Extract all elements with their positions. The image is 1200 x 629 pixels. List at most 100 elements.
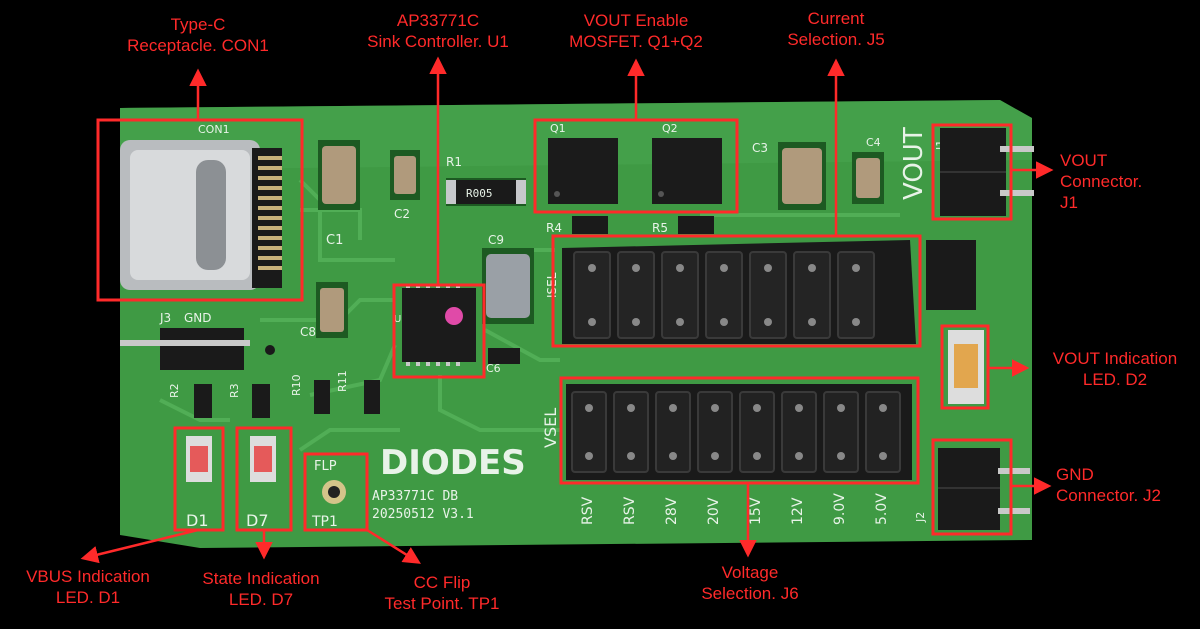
led-d7 — [250, 436, 276, 482]
voltage-label: 15V — [748, 497, 764, 525]
callout-q1q2-line1: VOUT Enable — [583, 11, 689, 30]
callout-d2-line1: VOUT Indication — [1052, 349, 1178, 368]
callout-j1-line3: J1 — [1060, 193, 1078, 212]
resistor-r5 — [678, 216, 714, 234]
silk-c6: C6 — [486, 362, 501, 375]
usb-c-connector — [120, 140, 282, 290]
callout-con1-line2: Receptacle. CON1 — [127, 36, 269, 55]
silk-r4: R4 — [546, 221, 562, 235]
callout-state-indication: State Indication LED. D7 — [184, 568, 338, 610]
jumper-pin-pair — [613, 391, 649, 473]
mosfet-q1 — [548, 138, 618, 204]
callout-vout-enable-mosfet: VOUT Enable MOSFET. Q1+Q2 — [546, 10, 726, 52]
callout-current-selection: Current Selection. J5 — [766, 8, 906, 50]
callout-j6-line2: Selection. J6 — [701, 584, 799, 603]
callout-u1-line2: Sink Controller. U1 — [367, 32, 509, 51]
capacitor-c2 — [390, 150, 420, 200]
silk-tp1: TP1 — [311, 514, 338, 530]
jumper-cap — [661, 251, 699, 339]
voltage-label: RSV — [580, 496, 596, 525]
silk-con1: CON1 — [198, 123, 230, 136]
resistor-r3 — [252, 384, 270, 418]
callout-j6-line1: Voltage — [721, 563, 779, 582]
callout-d7-line2: LED. D7 — [228, 590, 294, 609]
callout-vout-connector: VOUT Connector. J1 — [1060, 150, 1180, 213]
resistor-r11 — [364, 380, 380, 414]
board-revision: 20250512 V3.1 — [372, 507, 474, 522]
led-d1 — [186, 436, 212, 482]
board-name: AP33771C DB — [372, 489, 458, 504]
callout-tp1-line2: Test Point. TP1 — [384, 594, 500, 613]
silk-flp: FLP — [314, 459, 337, 474]
jumper-pin-pair — [697, 391, 733, 473]
capacitor-c3 — [778, 142, 826, 210]
jumper-cap — [705, 251, 743, 339]
silk-r1: R1 — [446, 155, 462, 169]
callout-j5-line1: Current — [807, 9, 865, 28]
jumper-cap — [573, 251, 611, 339]
callout-d1-line1: VBUS Indication — [26, 567, 150, 586]
vout-connector-j1 — [940, 128, 1034, 216]
callout-u1-line1: AP33771C — [396, 11, 480, 30]
silk-r2: R2 — [168, 383, 181, 398]
callout-j5-line2: Selection. J5 — [787, 30, 885, 49]
callout-sink-controller: AP33771C Sink Controller. U1 — [338, 10, 538, 52]
silk-r5: R5 — [652, 221, 668, 235]
callout-con1-line1: Type-C — [170, 15, 226, 34]
voltage-labels: RSV RSV 28V 20V 15V 12V 9.0V 5.0V — [580, 493, 890, 525]
gnd-connector-j2 — [938, 448, 1030, 530]
silk-c8: C8 — [300, 325, 316, 339]
box-d1 — [173, 426, 225, 532]
silk-c3: C3 — [752, 141, 768, 155]
silk-q1: Q1 — [550, 122, 566, 135]
callout-vbus-indication: VBUS Indication LED. D1 — [8, 566, 168, 608]
callout-arrows — [80, 56, 1054, 564]
callout-type-c-receptacle: Type-C Receptacle. CON1 — [88, 14, 308, 56]
callout-j2-line1: GND — [1056, 465, 1094, 484]
voltage-label: 20V — [706, 497, 722, 525]
resistor-r2 — [194, 384, 212, 418]
led-d2 — [948, 330, 984, 404]
capacitor-c1 — [318, 140, 360, 210]
silk-c9: C9 — [488, 233, 504, 247]
voltage-label: 9.0V — [832, 493, 848, 525]
jumper-pin-pair — [571, 391, 607, 473]
voltage-selection-jumpers — [571, 391, 901, 473]
callout-vout-indication: VOUT Indication LED. D2 — [1032, 348, 1198, 390]
silk-j2: J2 — [914, 512, 927, 523]
jumper-pin-pair — [823, 391, 859, 473]
jumper-pin-pair — [781, 391, 817, 473]
resistor-r4 — [572, 216, 608, 234]
box-tp1 — [303, 452, 369, 532]
jumper-cap — [837, 251, 875, 339]
silk-u1: U1 — [394, 314, 408, 325]
voltage-label: 28V — [664, 497, 680, 525]
silk-vout: VOUT — [899, 127, 929, 200]
voltage-label: RSV — [622, 496, 638, 525]
jumper-cap — [749, 251, 787, 339]
jumper-cap — [617, 251, 655, 339]
diode-block — [926, 240, 976, 310]
gnd-header-j3 — [120, 328, 275, 370]
callout-voltage-selection: Voltage Selection. J6 — [680, 562, 820, 604]
silk-r10: R10 — [290, 374, 303, 396]
mosfet-q2 — [652, 138, 722, 204]
silk-c4: C4 — [866, 136, 881, 149]
silk-d1: D1 — [186, 511, 209, 530]
callout-d2-line2: LED. D2 — [1082, 370, 1148, 389]
box-j1 — [931, 123, 1013, 221]
callout-j2-line2: Connector. J2 — [1056, 486, 1161, 505]
callout-j1-line1: VOUT — [1060, 151, 1108, 170]
resistor-r1 — [446, 178, 526, 206]
callout-q1q2-line2: MOSFET. Q1+Q2 — [569, 32, 703, 51]
silk-r3: R3 — [228, 383, 241, 398]
silk-c1: C1 — [326, 233, 343, 248]
arrow-tp1 — [366, 528, 421, 564]
jumper-pin-pair — [739, 391, 775, 473]
voltage-label: 12V — [790, 497, 806, 525]
voltage-label: 5.0V — [874, 493, 890, 525]
arrow-d1 — [80, 528, 199, 564]
callout-j1-line2: Connector. — [1060, 172, 1143, 191]
callout-cc-flip: CC Flip Test Point. TP1 — [362, 572, 522, 614]
